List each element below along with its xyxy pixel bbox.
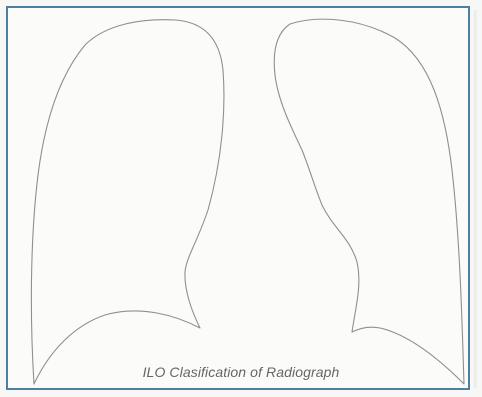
figure-caption: ILO Clasification of Radiograph [0,364,482,380]
right-lung-outline [274,19,464,384]
left-lung-outline [31,20,224,384]
